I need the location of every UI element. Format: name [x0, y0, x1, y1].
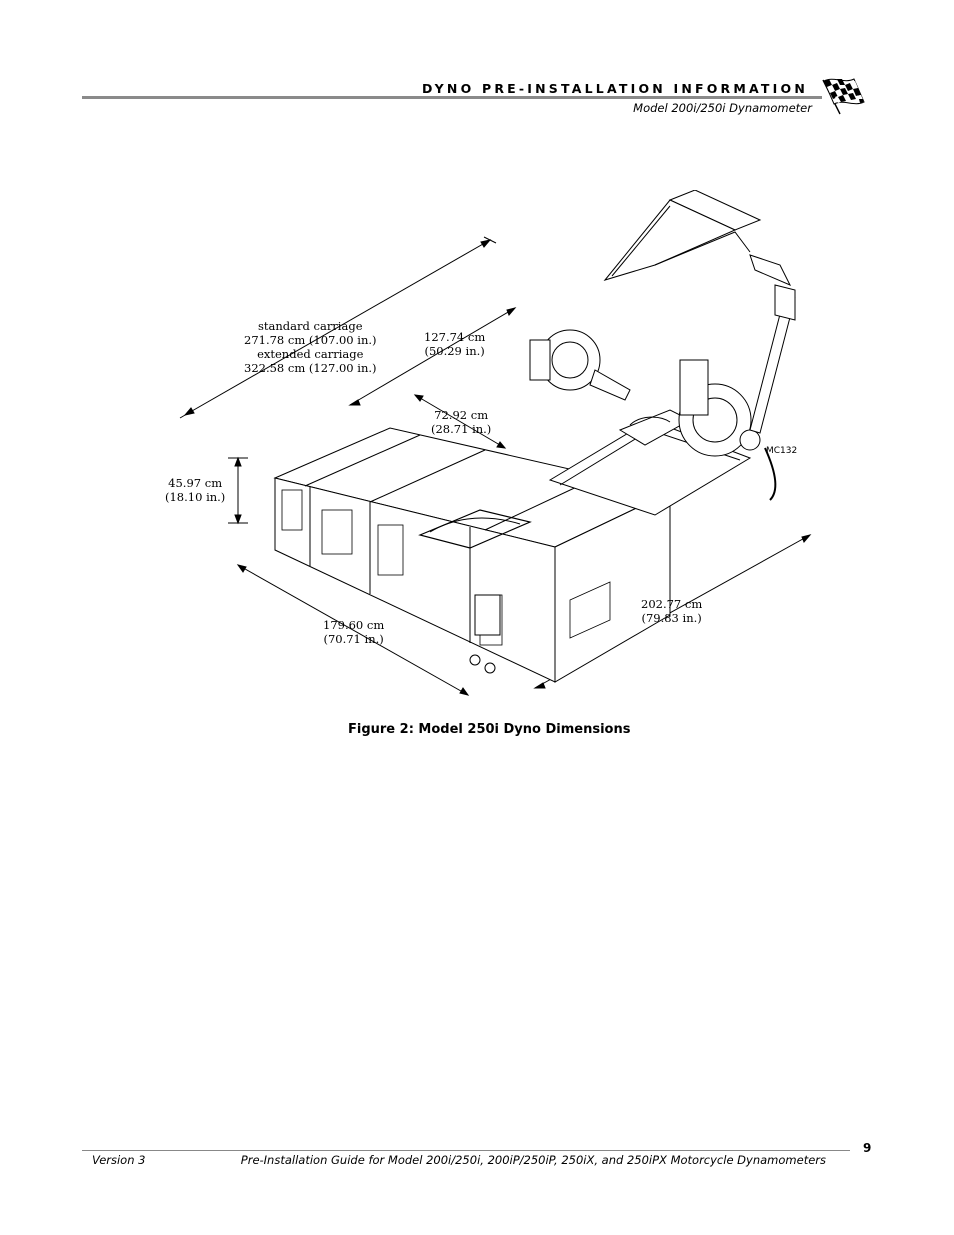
dim-height: 45.97 cm (18.10 in.) — [165, 476, 225, 504]
drawing-code: MC132 — [766, 446, 798, 456]
dim-carriage-standard-value: 271.78 cm (107.00 in.) — [244, 333, 377, 347]
dim-length: 202.77 cm (79.83 in.) — [641, 597, 702, 625]
dim-length-cm: 202.77 cm — [641, 597, 703, 611]
dim-carriage-extended-value: 322.58 cm (127.00 in.) — [244, 361, 377, 375]
page-number: 9 — [863, 1141, 872, 1155]
header-rule — [82, 96, 822, 99]
dim-carriage-extended-label: extended carriage — [257, 347, 364, 361]
dim-72-cm: 72.92 cm — [434, 408, 489, 422]
dim-127-in: (50.29 in.) — [424, 344, 485, 358]
dim-carriage: standard carriage 271.78 cm (107.00 in.)… — [244, 319, 377, 375]
dim-length-in: (79.83 in.) — [641, 611, 702, 625]
dim-height-cm: 45.97 cm — [168, 476, 223, 490]
dim-127: 127.74 cm (50.29 in.) — [424, 330, 485, 358]
header-title: DYNO PRE-INSTALLATION INFORMATION — [422, 81, 808, 96]
dim-72-in: (28.71 in.) — [431, 422, 492, 436]
footer-guide-title: Pre-Installation Guide for Model 200i/25… — [240, 1153, 826, 1167]
dim-width-cm: 179.60 cm — [323, 618, 385, 632]
figure-caption: Figure 2: Model 250i Dyno Dimensions — [348, 722, 631, 737]
dim-127-cm: 127.74 cm — [424, 330, 486, 344]
dim-height-in: (18.10 in.) — [165, 490, 226, 504]
checkered-flag-icon — [822, 78, 865, 115]
footer-rule — [82, 1150, 850, 1151]
dim-width: 179.60 cm (70.71 in.) — [323, 618, 384, 646]
footer-version: Version 3 — [92, 1153, 146, 1167]
dim-72: 72.92 cm (28.71 in.) — [431, 408, 491, 436]
dyno-drawing — [179, 190, 812, 696]
dim-carriage-standard-label: standard carriage — [258, 319, 363, 333]
dim-width-in: (70.71 in.) — [323, 632, 384, 646]
header-subtitle: Model 200i/250i Dynamometer — [633, 101, 812, 115]
